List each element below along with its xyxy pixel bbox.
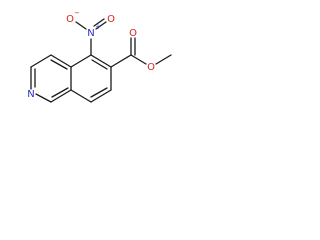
nitro-nitrogen-charge: +	[95, 23, 101, 31]
nitro-group	[75, 18, 107, 56]
bond-c4a-c4-inner	[50, 59, 68, 70]
nitro-oxygen-left-label: O	[66, 14, 74, 25]
bond-c1-c8a	[50, 89, 72, 103]
bond-c1-c8a-inner	[51, 87, 69, 98]
bond-nitro-n-o-right-double	[93, 18, 105, 27]
molecule-diagram: N + O − O N O O	[27, 9, 172, 103]
bond-carbonyl-c-ether-o	[130, 54, 147, 65]
bond-c7-c8	[90, 89, 112, 103]
nitro-oxygen-right-label: O	[107, 14, 115, 25]
ester-group	[110, 37, 172, 68]
bond-nitro-n-o-right	[95, 21, 107, 30]
carbonyl-oxygen-label: O	[129, 28, 137, 39]
bond-c5-c6	[90, 54, 112, 68]
bond-n2-c1	[35, 93, 52, 103]
atom-labels: N + O − O N O O	[27, 9, 155, 100]
bond-c4-c3	[30, 54, 52, 68]
ring-nitrogen-label: N	[27, 89, 34, 100]
bond-c6-carbonyl-c	[110, 54, 132, 68]
nitro-oxygen-left-charge: −	[74, 9, 80, 17]
bond-ether-o-methyl	[155, 54, 172, 65]
ring-bonds	[30, 54, 112, 103]
ether-oxygen-label: O	[147, 62, 155, 73]
bond-c4a-c4	[50, 54, 72, 68]
bond-c5-c6-inner	[91, 59, 108, 70]
bond-c7-c8-inner	[90, 87, 108, 98]
bond-nitro-n-o-left	[75, 21, 87, 30]
nitro-nitrogen-label: N	[87, 28, 94, 39]
bond-c8-c8a	[70, 89, 92, 103]
bond-c4a-c5	[70, 54, 92, 68]
